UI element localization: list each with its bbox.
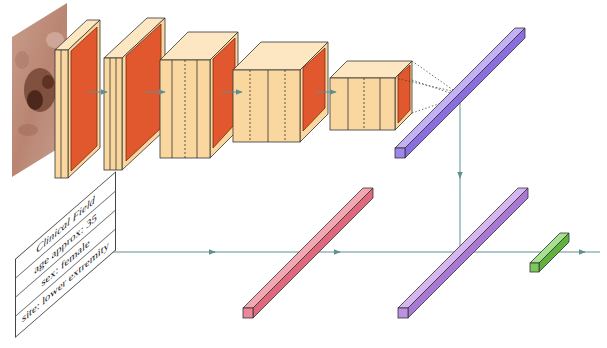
conv-block	[55, 20, 100, 178]
conv-block	[330, 61, 412, 130]
flatten-bar	[395, 28, 525, 158]
output-bar	[530, 233, 569, 272]
lesion-image	[10, 0, 70, 180]
flow-arrows	[88, 92, 600, 252]
conv-block	[233, 42, 328, 142]
conv-block	[104, 18, 165, 170]
concat-bar	[398, 188, 528, 318]
clinical-field-card: Clinical Fieldage approx: 35sex: females…	[15, 171, 116, 338]
dense-bar	[243, 188, 373, 318]
conv-block	[160, 32, 238, 158]
